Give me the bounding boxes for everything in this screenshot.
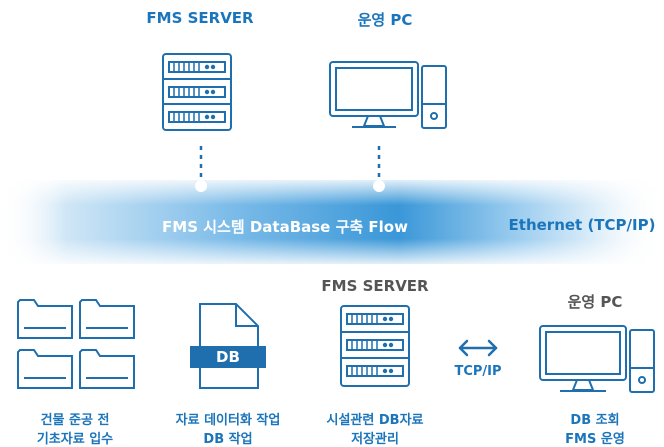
bottom-pc-icon — [539, 325, 655, 393]
top-pc-title: 운영 PC — [357, 11, 413, 29]
caption-storage-line2: 저장관리 — [351, 432, 399, 447]
top-server-icon — [162, 53, 232, 131]
connector-dots — [199, 146, 381, 180]
caption-dataization-line2: DB 작업 — [203, 432, 253, 447]
caption-dataization-line1: 자료 데이터화 작업 — [175, 413, 281, 428]
db-badge-text: DB — [216, 348, 240, 366]
top-pc-icon — [329, 61, 447, 129]
tcp-ip-label: TCP/IP — [454, 364, 502, 379]
bottom-server-title: FMS SERVER — [321, 277, 429, 295]
double-arrow-icon — [458, 339, 498, 357]
ethernet-label: Ethernet (TCP/IP) — [508, 216, 656, 234]
connector-node-pc — [373, 180, 385, 192]
caption-source-line1: 건물 준공 전 — [40, 413, 110, 428]
caption-operation-line2: FMS 운영 — [565, 432, 625, 447]
caption-source-line2: 기초자료 입수 — [36, 432, 114, 447]
bottom-server-icon — [340, 305, 410, 387]
flow-band — [0, 180, 664, 264]
caption-storage-line1: 시설관련 DB자료 — [326, 413, 424, 428]
folders-icon — [17, 299, 135, 389]
bottom-pc-title: 운영 PC — [567, 293, 623, 311]
band-title: FMS 시스템 DataBase 구축 Flow — [162, 218, 408, 236]
connector-node-server — [195, 180, 207, 192]
caption-operation-line1: DB 조회 — [570, 413, 620, 428]
top-server-title: FMS SERVER — [146, 9, 254, 27]
db-document-icon — [190, 303, 266, 389]
